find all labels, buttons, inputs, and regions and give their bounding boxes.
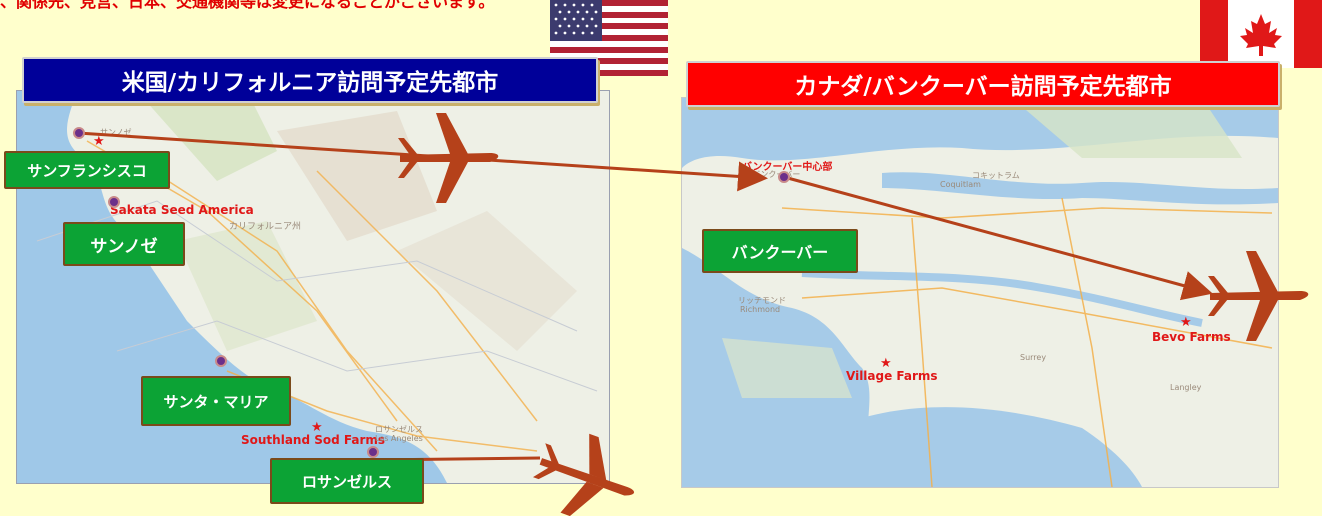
header-note: 、関係先、見営、日本、交通機関等は変更になることがございます。 xyxy=(0,0,495,11)
surrey-map-label: Surrey xyxy=(1020,353,1047,362)
location-pin-icon xyxy=(215,355,227,367)
village-farms-label: Village Farms xyxy=(846,369,938,383)
star-icon: ★ xyxy=(880,356,892,371)
california-map-label: カリフォルニア州 xyxy=(229,222,302,232)
location-pin-icon xyxy=(108,196,120,208)
richmond-en-map-label: Richmond xyxy=(740,305,781,314)
coquitlam-map-label: コキットラム xyxy=(972,171,1020,180)
canada-panel-title: カナダ/バンクーバー訪問予定先都市 xyxy=(686,61,1280,107)
la-map-label: ロサンゼルス xyxy=(375,425,423,434)
star-icon: ★ xyxy=(1180,315,1192,330)
vancouver-center-label: バンクーバー中心部 xyxy=(742,162,833,173)
us-panel-title: 米国/カリフォルニア訪問予定先都市 xyxy=(22,57,598,103)
langley-map-label: Langley xyxy=(1170,383,1202,392)
la-map-label-en: Los Angeles xyxy=(375,434,423,443)
bevo-farms-label: Bevo Farms xyxy=(1152,330,1231,344)
southland-sod-label: Southland Sod Farms xyxy=(241,433,386,447)
city-badge-vancouver[interactable]: バンクーバー xyxy=(702,229,858,273)
sanjose-map-label: サンノゼ xyxy=(100,128,132,137)
canada-flag-icon xyxy=(1200,0,1322,68)
california-map: サンノゼ カリフォルニア州 Sakata Seed America Southl… xyxy=(16,90,610,484)
star-icon: ★ xyxy=(311,420,323,435)
vancouver-map: バンクーバー中心部 バンクーバー コキットラム Coquitlam リッチモンド… xyxy=(681,97,1279,488)
vancouver-map-graphic xyxy=(682,98,1278,487)
richmond-map-label: リッチモンド xyxy=(738,296,786,305)
star-icon: ★ xyxy=(93,134,105,149)
city-badge-san-francisco[interactable]: サンフランシスコ xyxy=(4,151,170,189)
city-badge-san-jose[interactable]: サンノゼ xyxy=(63,222,185,266)
location-pin-icon xyxy=(778,171,790,183)
location-pin-icon xyxy=(73,127,85,139)
vancouver-map-label: バンクーバー xyxy=(752,170,801,179)
city-badge-los-angeles[interactable]: ロサンゼルス xyxy=(270,458,424,504)
city-badge-santa-maria[interactable]: サンタ・マリア xyxy=(141,376,291,426)
location-pin-icon xyxy=(367,446,379,458)
sakata-seed-label: Sakata Seed America xyxy=(110,203,254,217)
coquitlam-en-map-label: Coquitlam xyxy=(940,180,981,189)
